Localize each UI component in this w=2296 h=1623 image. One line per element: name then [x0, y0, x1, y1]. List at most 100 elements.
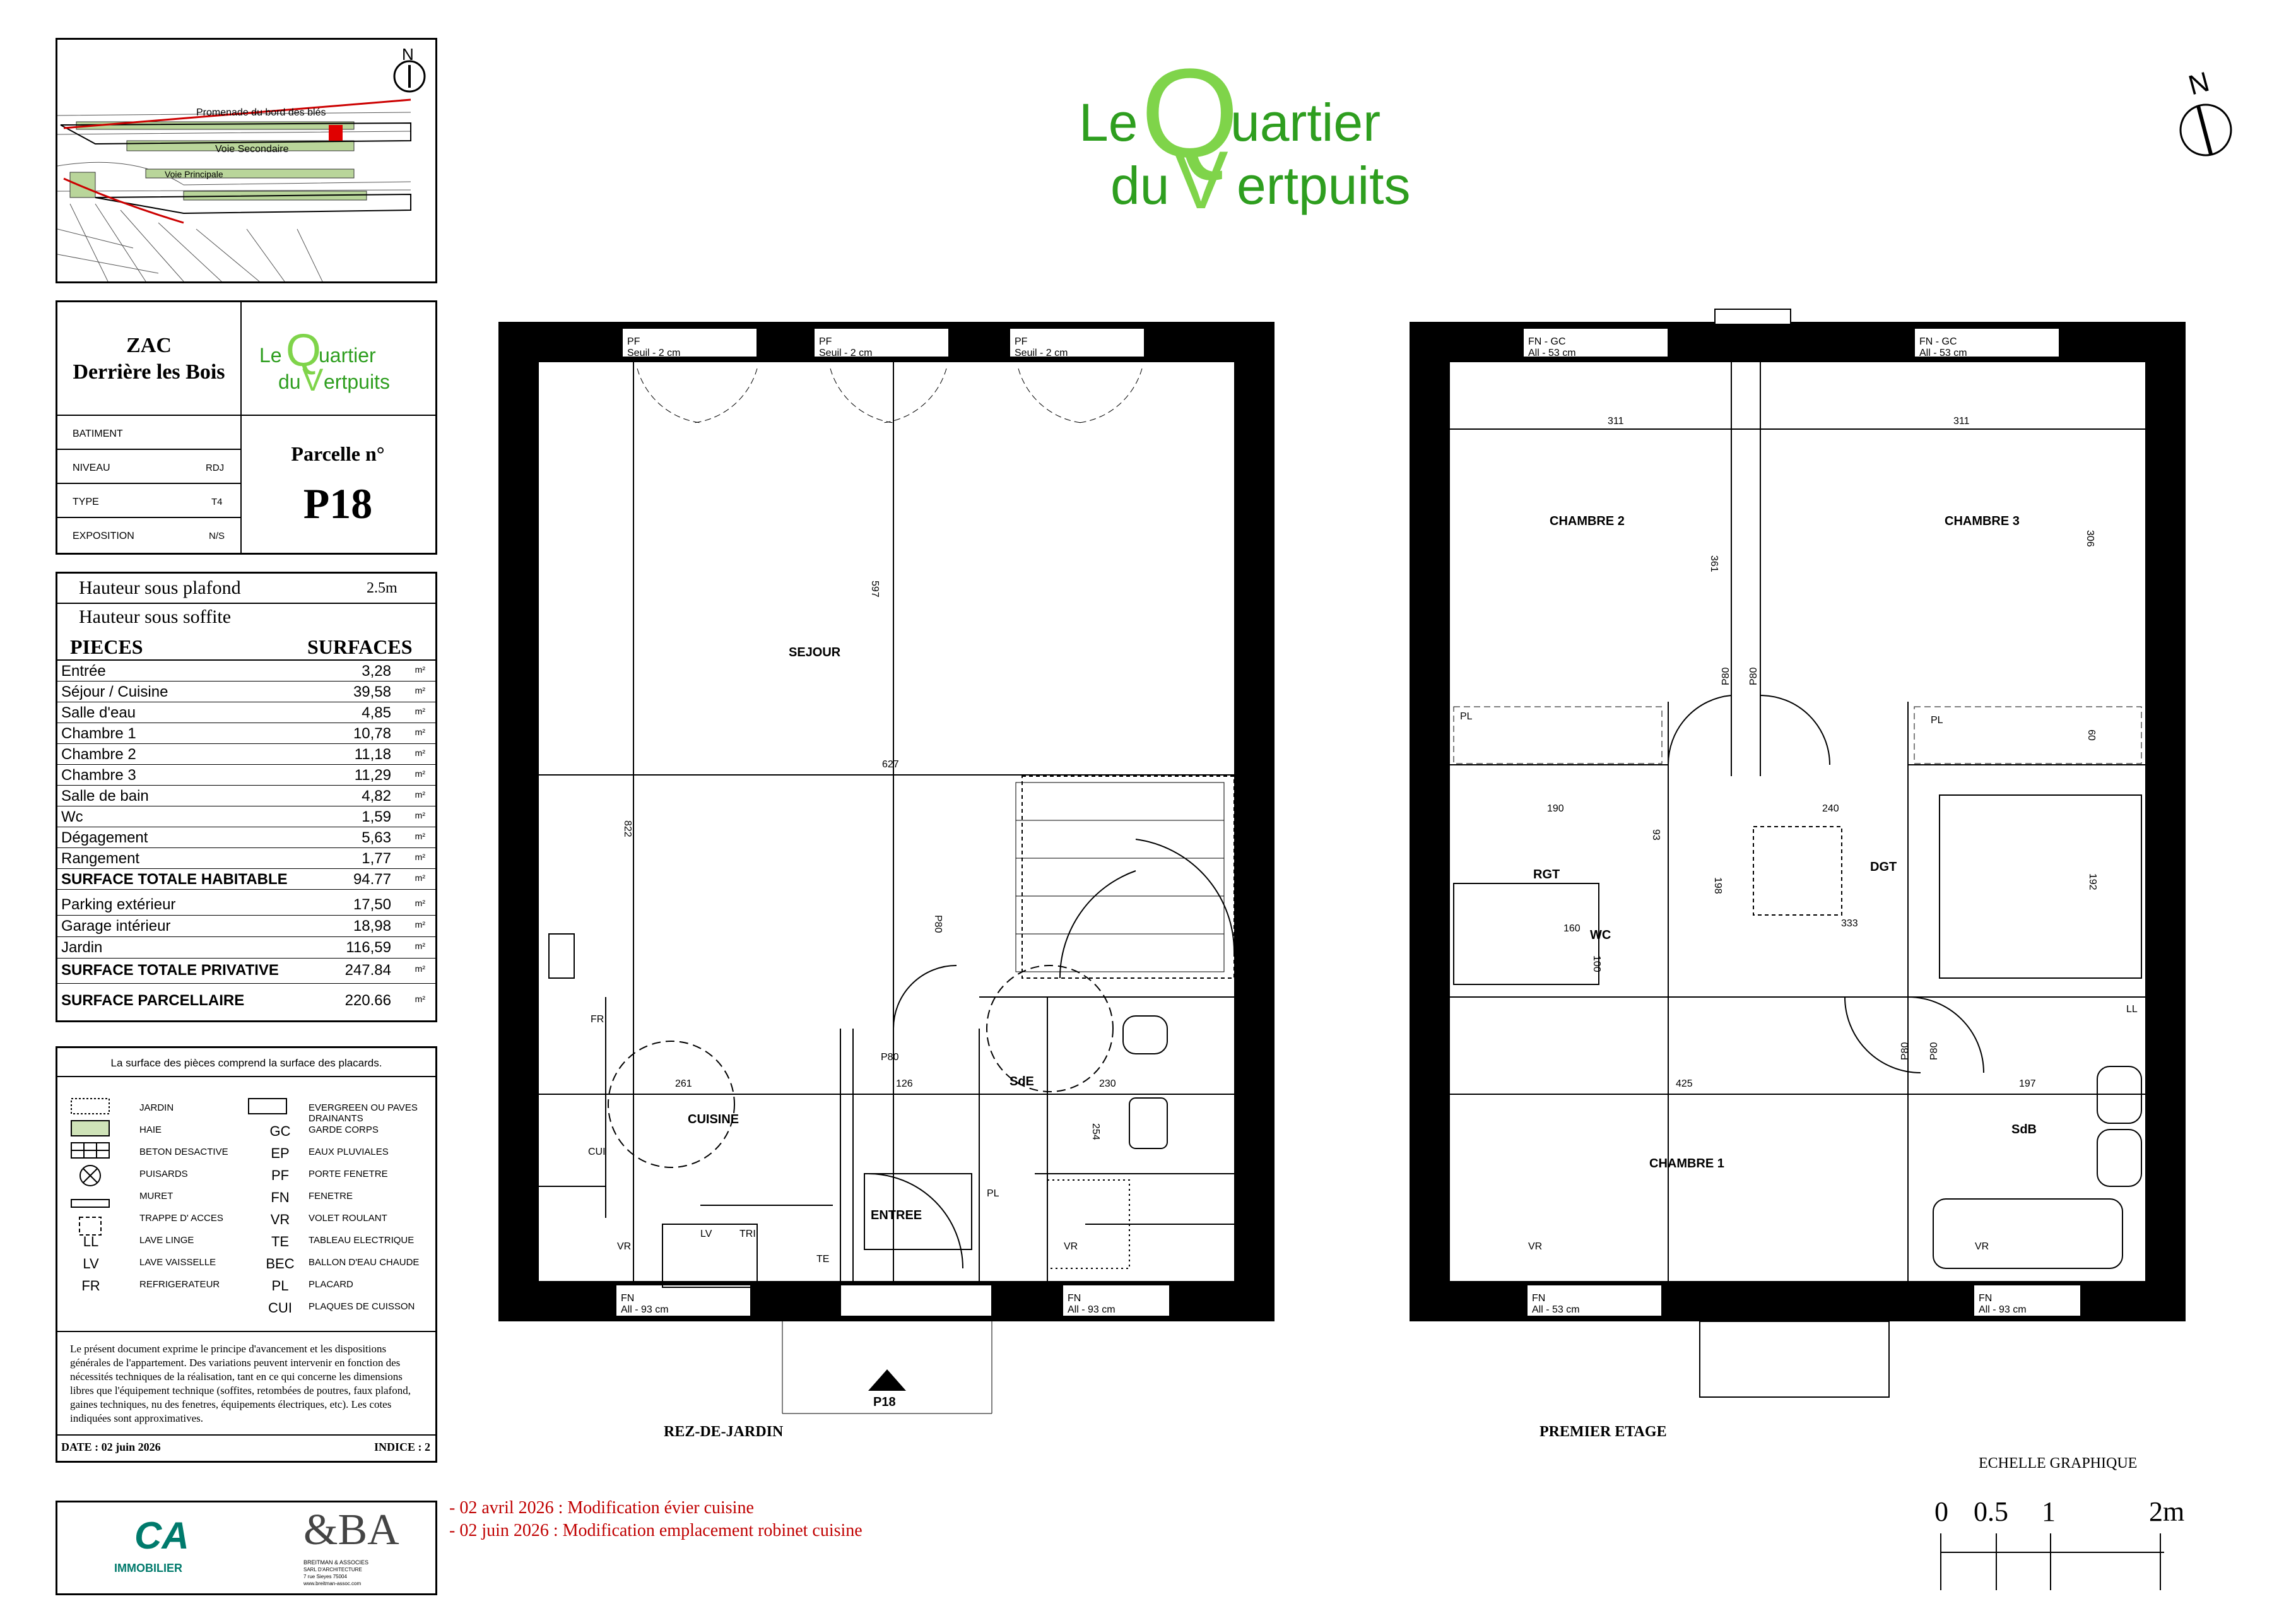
legend-label: PLACARD — [309, 1279, 353, 1290]
dim-198: 198 — [1712, 877, 1723, 894]
col-surfaces: SURFACES — [307, 635, 413, 658]
svg-text:All - 93 cm: All - 93 cm — [1068, 1304, 1116, 1315]
legend-symbol: TE — [271, 1234, 290, 1249]
surface-row-unit: m² — [415, 831, 425, 841]
first-floor-plan: CHAMBRE 2 CHAMBRE 3 CHAMBRE 1 RGT WC DGT… — [1410, 309, 2186, 1398]
label-ll: LL — [2126, 1004, 2138, 1015]
parcelle-value: P18 — [303, 480, 373, 528]
total-privative-row: SURFACE TOTALE PRIVATIVE 247.84 m² — [57, 960, 435, 984]
svg-text:PF: PF — [1015, 336, 1028, 347]
room-chambre2: CHAMBRE 2 — [1550, 514, 1625, 528]
dim-311-b: 311 — [1953, 416, 1970, 427]
dim-93: 93 — [1651, 829, 1661, 841]
legend-label: EVERGREEN OU PAVES DRAINANTS — [309, 1102, 418, 1124]
legend-label: PORTE FENETRE — [309, 1169, 388, 1179]
main-logo-du: du — [1110, 156, 1170, 215]
surface-row-name: Salle d'eau — [61, 704, 136, 721]
main-logo: Le Q uartier du V ertpuits — [1073, 50, 1426, 227]
svg-text:VR: VR — [617, 1241, 631, 1252]
dim-190: 190 — [1547, 803, 1564, 814]
dim-361: 361 — [1709, 555, 1719, 572]
scale-title: ECHELLE GRAPHIQUE — [1979, 1455, 2138, 1472]
surface-row-name: Rangement — [61, 850, 140, 867]
dim-627: 627 — [882, 759, 899, 770]
room-chambre1: CHAMBRE 1 — [1649, 1157, 1724, 1171]
dim-261: 261 — [675, 1078, 692, 1089]
surface-row-name: Wc — [61, 808, 83, 825]
svg-text:FN: FN — [1979, 1293, 1992, 1304]
scale-0: 0 — [1934, 1496, 1948, 1527]
parcellaire-value: 220.66 — [344, 992, 391, 1009]
label-p80-f: P80 — [1929, 1042, 1940, 1060]
svg-text:N: N — [402, 45, 414, 64]
legend-label: JARDIN — [139, 1102, 174, 1113]
svg-text:All - 93 cm: All - 93 cm — [1979, 1304, 2027, 1315]
title-block: ZAC Derrière les Bois Le Q uartier du V … — [56, 300, 437, 555]
legend-label: REFRIGERATEUR — [139, 1279, 220, 1290]
dim-160: 160 — [1563, 923, 1581, 934]
site-map-drawing: Promenade du bord des blés Voie Secondai… — [57, 45, 426, 281]
surfaces-table: Hauteur sous plafond 2.5m Hauteur sous s… — [56, 572, 437, 1022]
svg-text:Seuil - 2 cm: Seuil - 2 cm — [819, 348, 872, 358]
first-floor-title: PREMIER ETAGE — [1539, 1424, 1667, 1440]
surface-row-value: 39,58 — [353, 683, 391, 700]
surface-row-name: Parking extérieur — [61, 896, 176, 913]
label-fr: FR — [591, 1014, 604, 1025]
label-pl-2: PL — [1460, 711, 1473, 722]
svg-text:VR: VR — [1064, 1241, 1078, 1252]
niveau-label: NIVEAU — [73, 463, 110, 473]
label-pl: PL — [987, 1188, 999, 1199]
ground-floor-plan: SEJOUR CUISINE ENTREE SdE PF Seuil - 2 c… — [498, 322, 1275, 1414]
exposition-label: EXPOSITION — [73, 531, 134, 541]
room-chambre3: CHAMBRE 3 — [1945, 514, 2020, 528]
surface-row-unit: m² — [415, 898, 425, 908]
legend-label: TABLEAU ELECTRIQUE — [309, 1235, 415, 1246]
ground-wall-right — [1234, 322, 1275, 1321]
surface-row-value: 18,98 — [353, 918, 391, 935]
svg-text:All - 53 cm: All - 53 cm — [1919, 348, 1967, 358]
scale-05: 0.5 — [1974, 1496, 2008, 1527]
svg-text:FN: FN — [1532, 1293, 1545, 1304]
type-label: TYPE — [73, 497, 99, 507]
dim-425: 425 — [1676, 1078, 1693, 1089]
date-label: DATE : 02 juin 2026 — [61, 1441, 161, 1453]
parcel-tag: P18 — [873, 1395, 896, 1409]
entrance-arrow — [868, 1369, 906, 1391]
room-dgt: DGT — [1870, 860, 1897, 874]
legend-label: LAVE LINGE — [139, 1235, 194, 1246]
revision-2: - 02 juin 2026 : Modification emplacemen… — [449, 1521, 862, 1540]
surface-row-name: Salle de bain — [61, 788, 149, 805]
surface-row-name: Chambre 2 — [61, 746, 136, 763]
surface-row-unit: m² — [415, 810, 425, 820]
hsp-value: 2.5m — [367, 580, 397, 596]
legend-symbol: FN — [271, 1189, 290, 1205]
label-pl-3: PL — [1931, 715, 1943, 726]
total-habitable-value: 94.77 — [353, 871, 391, 888]
site-label-promenade: Promenade du bord des blés — [196, 107, 326, 118]
svg-text:VR: VR — [1975, 1241, 1989, 1252]
batiment-label: BATIMENT — [73, 428, 123, 439]
main-logo-v: V — [1174, 134, 1228, 226]
exposition-value: N/S — [209, 531, 225, 541]
surface-row-value: 1,77 — [362, 850, 391, 867]
room-cuisine: CUISINE — [688, 1112, 739, 1126]
legend-symbols — [71, 1098, 287, 1236]
legend-label: VOLET ROULANT — [309, 1213, 387, 1224]
surface-row-name: Entrée — [61, 663, 106, 680]
disclaimer-text: Le présent document exprime le principe … — [70, 1343, 411, 1424]
hss-label: Hauteur sous soffite — [79, 606, 232, 627]
site-label-voie-principale: Voie Principale — [165, 169, 223, 179]
room-rgt: RGT — [1533, 868, 1560, 882]
legend-symbol: LV — [83, 1256, 99, 1272]
